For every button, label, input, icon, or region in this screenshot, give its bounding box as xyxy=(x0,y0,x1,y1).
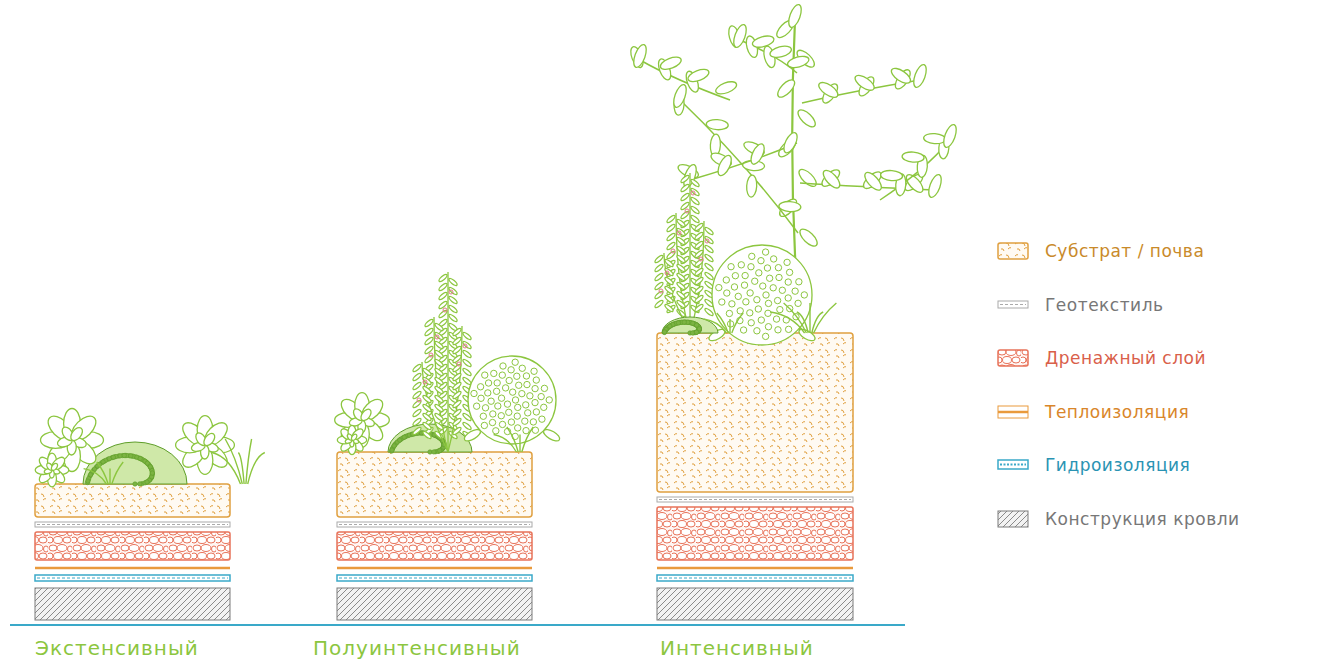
legend-label: Гидроизоляция xyxy=(1045,455,1190,475)
layer-stack xyxy=(337,452,532,620)
legend-label: Конструкция кровли xyxy=(1045,509,1240,529)
legend-entry: Теплоизоляция xyxy=(997,402,1189,422)
legend-entry: Субстрат / почва xyxy=(997,241,1204,261)
layer-stack xyxy=(35,484,230,620)
layer-stack xyxy=(657,333,853,620)
plants xyxy=(35,3,959,487)
legend-swatch xyxy=(997,295,1029,315)
roof-type-label: Интенсивный xyxy=(660,636,814,660)
roof-type-label: Полуинтенсивный xyxy=(313,636,521,660)
roof-type-label: Экстенсивный xyxy=(35,636,199,660)
legend-swatch xyxy=(997,348,1029,368)
legend-label: Теплоизоляция xyxy=(1045,402,1189,422)
legend-entry: Гидроизоляция xyxy=(997,455,1190,475)
legend-swatch xyxy=(997,241,1029,261)
legend-label: Дренажный слой xyxy=(1045,348,1206,368)
legend-label: Геотекстиль xyxy=(1045,295,1164,315)
ground-line xyxy=(10,624,905,626)
legend-entry: Дренажный слой xyxy=(997,348,1206,368)
legend-entry: Конструкция кровли xyxy=(997,509,1240,529)
legend-swatch xyxy=(997,455,1029,475)
legend-label: Субстрат / почва xyxy=(1045,241,1204,261)
legend-swatch xyxy=(997,402,1029,422)
legend-swatch xyxy=(997,509,1029,529)
legend-entry: Геотекстиль xyxy=(997,295,1164,315)
